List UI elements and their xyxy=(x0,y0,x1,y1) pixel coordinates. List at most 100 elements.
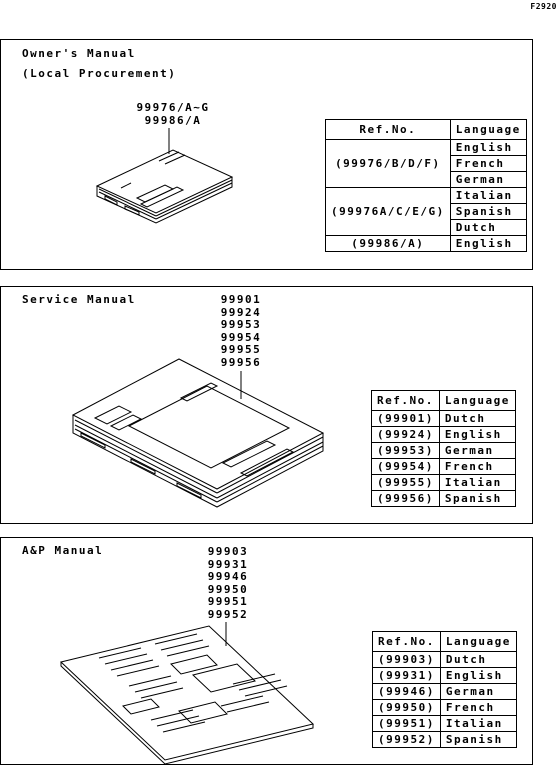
book-page-edge xyxy=(216,436,324,494)
ref-no-header: Ref.No. xyxy=(325,119,451,140)
ref-cell: (99954) xyxy=(371,458,440,475)
ref-cell: (99946) xyxy=(372,683,441,700)
table-row: Dutch xyxy=(326,219,527,236)
part-number: 99986/A xyxy=(144,113,202,127)
table-row: (99952)Spanish xyxy=(372,731,517,748)
table-row: (99931)English xyxy=(372,667,517,684)
part-number: 99952 xyxy=(207,607,249,621)
cover-text-line xyxy=(120,182,132,189)
table-row: (99924)English xyxy=(371,426,516,443)
book-page-edge xyxy=(155,182,233,220)
language-header: Language xyxy=(438,390,516,411)
ap-manual-panel: A&P Manual 99903 99931 99946 99950 99951… xyxy=(0,537,533,765)
table-row: (99903)Dutch xyxy=(372,651,517,668)
ref-no-header: Ref.No. xyxy=(372,631,441,652)
table-row: (99955)Italian xyxy=(371,474,516,491)
book-page-edge xyxy=(216,445,324,503)
book-page-edge xyxy=(74,424,218,499)
owners-manual-part-numbers: 99976/A~G 99986/A xyxy=(129,101,217,127)
language-cell: French xyxy=(449,155,527,172)
book-page-edge xyxy=(98,188,157,217)
language-cell: English xyxy=(439,667,517,684)
spine-slot xyxy=(80,432,106,449)
language-cell: English xyxy=(449,235,527,252)
cover-block xyxy=(139,186,185,208)
ref-cell: (99976A/C/E/G) xyxy=(325,187,451,236)
cover-text-line xyxy=(162,721,206,733)
table-row: (99954)French xyxy=(371,458,516,475)
ref-cell: (99953) xyxy=(371,442,440,459)
spine-slot xyxy=(124,205,140,216)
table-header-row: Ref.No. Language xyxy=(372,631,517,652)
cover-block xyxy=(221,440,277,468)
cover-text-line xyxy=(166,645,210,657)
table-row: (99901)Dutch xyxy=(371,410,516,427)
language-cell: English xyxy=(438,426,516,443)
ref-cell: (99951) xyxy=(372,715,441,732)
language-cell: Spanish xyxy=(449,203,527,220)
table-row: (99976A/C/E/G) Italian xyxy=(325,187,527,236)
cover-block xyxy=(135,184,175,203)
ref-cell: (99952) xyxy=(372,731,441,748)
owners-manual-subtitle: (Local Procurement) xyxy=(22,67,177,80)
owners-manual-panel: Owner's Manual (Local Procurement) 99976… xyxy=(0,39,533,270)
language-cell: Italian xyxy=(439,715,517,732)
book-page-edge xyxy=(216,441,324,499)
book-pages xyxy=(96,177,233,224)
spine-slot xyxy=(104,195,118,206)
part-number: 99954 xyxy=(220,330,262,344)
table-row: Spanish xyxy=(326,203,527,220)
language-cell: Spanish xyxy=(439,731,517,748)
language-cell: Dutch xyxy=(438,410,516,427)
part-number: 99946 xyxy=(207,570,249,583)
cover-text-line xyxy=(134,681,178,693)
ref-cell: (99903) xyxy=(372,651,441,668)
language-cell: Dutch xyxy=(449,219,527,236)
book-pages xyxy=(60,662,314,765)
cover-text-line xyxy=(110,659,154,671)
part-number: 99951 xyxy=(207,595,249,608)
cover-block xyxy=(122,698,160,715)
ref-cell: (99950) xyxy=(372,699,441,716)
cover-text-line xyxy=(154,633,198,645)
book-pages xyxy=(72,415,324,508)
table-header-row: Ref.No. Language xyxy=(371,390,516,411)
book-page-edge xyxy=(155,179,233,217)
part-number: 99901 xyxy=(220,293,262,306)
cover-text-line xyxy=(220,695,264,707)
cover-text-line xyxy=(128,675,172,687)
language-cell: German xyxy=(439,683,517,700)
language-cell: French xyxy=(439,699,517,716)
cover-text-line xyxy=(226,701,270,713)
language-header: Language xyxy=(439,631,517,652)
ref-cell: (99956) xyxy=(371,490,440,507)
language-cell: English xyxy=(449,139,527,156)
service-manual-ref-table: Ref.No. Language (99901)Dutch (99924)Eng… xyxy=(371,390,516,507)
part-number: 99931 xyxy=(207,557,249,571)
cover-text-line xyxy=(160,639,204,651)
cover-block xyxy=(178,701,228,724)
cover-text-line xyxy=(98,647,142,659)
language-cell: Italian xyxy=(438,474,516,491)
language-cell: French xyxy=(438,458,516,475)
cover-text-line xyxy=(150,709,194,721)
ap-manual-title: A&P Manual xyxy=(22,544,104,557)
ref-cell: (99924) xyxy=(371,426,440,443)
ref-cell: (99986/A) xyxy=(325,235,451,252)
owners-manual-book-drawing xyxy=(95,128,234,224)
cover-text-line xyxy=(158,151,180,162)
table-row: (99953)German xyxy=(371,442,516,459)
ap-manual-ref-table: Ref.No. Language (99903)Dutch (99931)Eng… xyxy=(372,631,517,748)
owners-manual-title: Owner's Manual xyxy=(22,47,136,60)
part-number: 99950 xyxy=(207,582,249,596)
table-row: (99946)German xyxy=(372,683,517,700)
cover-text-line xyxy=(164,154,186,165)
table-row: (99986/A) English xyxy=(325,235,527,252)
cover-block xyxy=(239,448,295,477)
spine-slot xyxy=(130,458,156,475)
cover-text-line xyxy=(238,679,282,691)
cover-block xyxy=(191,663,257,693)
book-page-edge xyxy=(74,419,218,494)
cover-block xyxy=(109,414,143,431)
cover-text-line xyxy=(244,685,288,697)
